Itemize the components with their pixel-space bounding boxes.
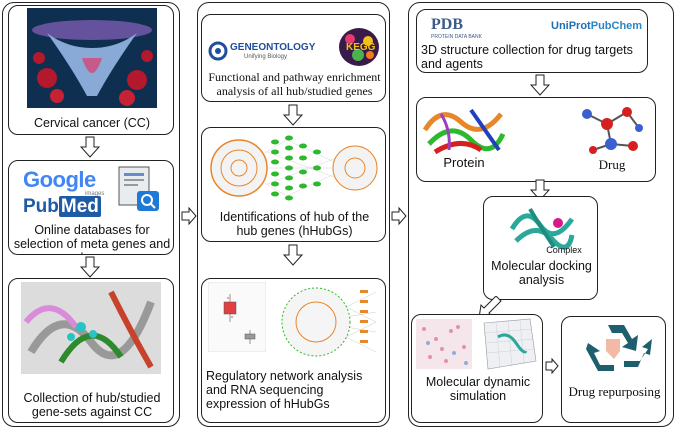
gene-set-collection-label: Collection of hub/studied gene-sets agai… [23, 391, 161, 419]
structure-collection-label: 3D structure collection for drug targets… [421, 43, 633, 71]
complex-label: Complex [546, 245, 582, 255]
regulatory-network-image [281, 287, 377, 357]
gene-set-collection-box: Collection of hub/studied gene-sets agai… [8, 278, 174, 423]
dna-protein-structure-image [21, 282, 161, 374]
arrow-down-icon [530, 74, 550, 96]
hub-gene-network-image [210, 135, 378, 201]
recycle-icon [586, 325, 652, 371]
google-images-subtitle: images [85, 191, 105, 197]
cervical-cancer-box: Cervical cancer (CC) [8, 5, 174, 135]
gene-ontology-subtitle: Unifying Biology [244, 54, 288, 60]
simulation-box-image-2 [483, 318, 537, 370]
hub-genes-label: Identifications of hub of the hub genes … [219, 210, 370, 238]
arrow-right-icon [181, 207, 197, 225]
drug-molecule-icon [582, 107, 643, 154]
arrow-down-icon [283, 104, 303, 126]
uniprot-pubchem-logo: UniProtPubChem [551, 20, 643, 32]
repurposing-label: Drug repurposing [568, 384, 661, 399]
drug-label: Drug [598, 157, 626, 172]
simulation-box-image-1 [416, 319, 472, 369]
google-logo: Google [23, 167, 96, 192]
docked-complex-icon [509, 207, 575, 250]
boxplot-expression-image [208, 282, 266, 352]
repurposing-box: Drug repurposing [561, 316, 666, 423]
dynamics-label: Molecular dynamic simulation [425, 375, 531, 403]
cervical-cancer-illustration [27, 8, 157, 108]
gene-ontology-icon [208, 41, 228, 61]
gene-ontology-logo: GENEONTOLOGY [230, 42, 316, 53]
enrichment-box: GENEONTOLOGY Unifying Biology KEGG Funct… [201, 14, 386, 102]
pdb-subtitle: PROTEIN DATA BANK [431, 34, 482, 40]
docking-label: Molecular docking analysis [491, 259, 592, 287]
dynamics-box: Molecular dynamic simulation [411, 314, 543, 423]
kegg-logo-icon: KEGG [339, 28, 379, 66]
regulatory-network-box: Regulatory network analysis and RNA sequ… [201, 278, 386, 423]
cervical-cancer-label: Cervical cancer (CC) [34, 116, 150, 130]
structure-collection-box: PDB PROTEIN DATA BANK UniProtPubChem 3D … [416, 9, 648, 73]
docking-box: Complex Molecular docking analysis [483, 196, 598, 300]
protein-label: Protein [443, 155, 485, 170]
arrow-right-icon [545, 358, 559, 374]
arrow-right-icon [391, 207, 407, 225]
protein-structure-icon [422, 108, 505, 155]
hub-genes-box: Identifications of hub of the hub genes … [201, 127, 386, 242]
pdb-logo: PDB [431, 16, 463, 33]
protein-drug-box: Protein Drug [416, 97, 656, 182]
arrow-down-icon [530, 179, 550, 201]
arrow-down-icon [80, 136, 100, 158]
kegg-logo-text: KEGG [346, 42, 376, 53]
arrow-down-icon [80, 256, 100, 278]
regulatory-network-label: Regulatory network analysis and RNA sequ… [206, 369, 363, 411]
enrichment-label: Functional and pathway enrichment analys… [208, 70, 381, 98]
online-databases-label: Online databases for selection of meta g… [13, 223, 171, 254]
document-search-icon [118, 166, 159, 211]
arrow-down-icon [283, 244, 303, 266]
